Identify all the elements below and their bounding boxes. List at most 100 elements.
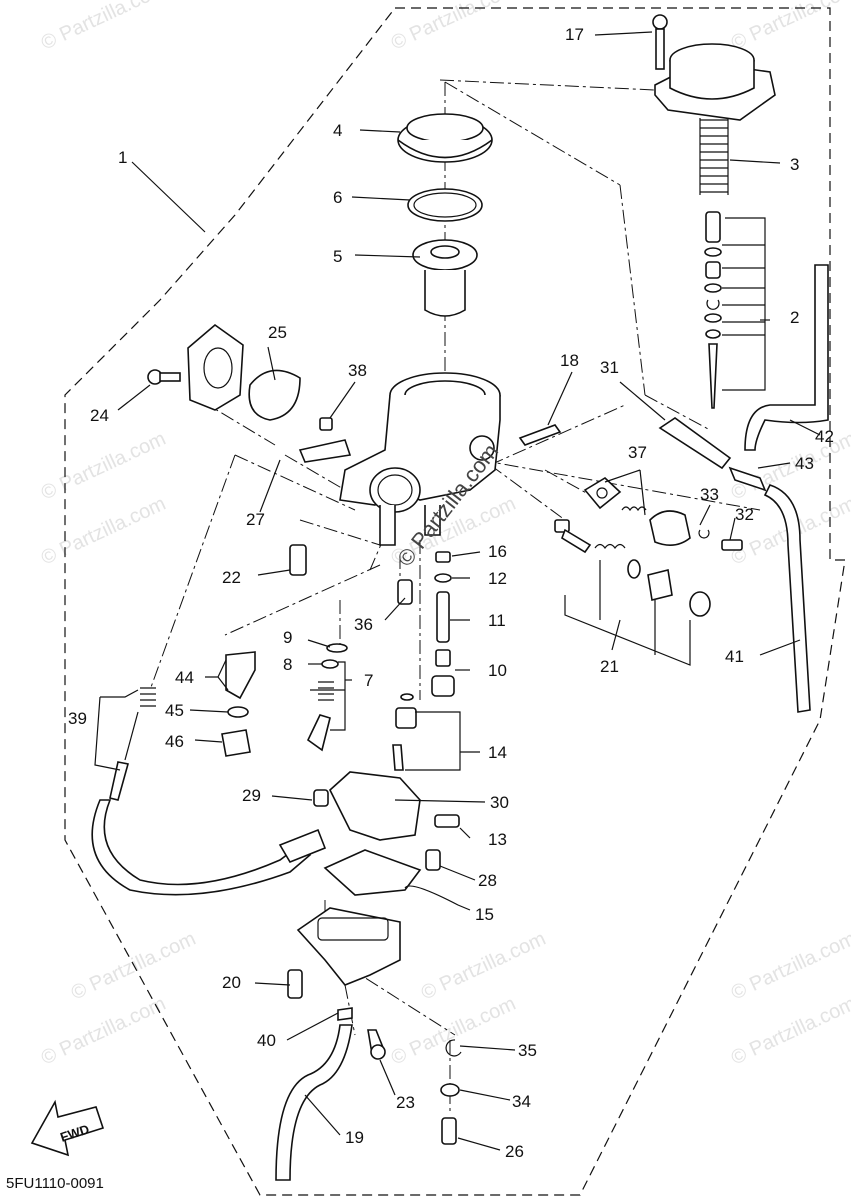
part-34-washer bbox=[440, 1083, 460, 1097]
callout-13: 13 bbox=[488, 830, 507, 849]
part-9-o-ring bbox=[326, 643, 348, 653]
callout-9: 9 bbox=[283, 628, 292, 647]
part-2-needle-set bbox=[704, 211, 722, 409]
callout-3: 3 bbox=[790, 155, 799, 174]
part-21-set bbox=[554, 519, 711, 617]
part-32-screw bbox=[721, 539, 743, 551]
part-3-spring bbox=[699, 118, 729, 195]
callout-35: 35 bbox=[518, 1041, 537, 1060]
callout-43: 43 bbox=[795, 454, 814, 473]
callout-16: 16 bbox=[488, 542, 507, 561]
reference-lines bbox=[149, 79, 761, 1115]
watermark-14: © Partzilla.com bbox=[728, 928, 851, 1005]
callout-42: 42 bbox=[815, 427, 834, 446]
callout-46: 46 bbox=[165, 732, 184, 751]
callout-20: 20 bbox=[222, 973, 241, 992]
callout-22: 22 bbox=[222, 568, 241, 587]
part-6-o-ring bbox=[407, 188, 483, 222]
callout-34: 34 bbox=[512, 1092, 531, 1111]
callout-8: 8 bbox=[283, 655, 292, 674]
part-33-clip bbox=[698, 529, 710, 539]
part-35-clip bbox=[445, 1039, 462, 1057]
part-20-screw bbox=[287, 969, 303, 999]
callout-19: 19 bbox=[345, 1128, 364, 1147]
callout-labels: 1 2 3 4 5 6 7 8 9 10 11 12 13 14 15 16 1… bbox=[68, 25, 834, 1161]
callout-21: 21 bbox=[600, 657, 619, 676]
callout-32: 32 bbox=[735, 505, 754, 524]
callout-5: 5 bbox=[333, 247, 342, 266]
fwd-arrow-icon: FWD bbox=[30, 1099, 105, 1157]
part-14-needle bbox=[392, 744, 404, 771]
leader-lines bbox=[94, 31, 821, 1151]
watermark-12: © Partzilla.com bbox=[68, 928, 199, 1005]
part-43-tee bbox=[728, 466, 767, 492]
part-10-jet bbox=[435, 649, 451, 667]
watermark-9: © Partzilla.com bbox=[728, 993, 851, 1070]
part-42-hose bbox=[744, 264, 829, 451]
part-14-washer bbox=[400, 693, 414, 701]
part-10-holder bbox=[431, 675, 455, 697]
part-14-valve-seat bbox=[395, 707, 417, 729]
callout-25: 25 bbox=[268, 323, 287, 342]
watermark-8: © Partzilla.com bbox=[388, 993, 519, 1070]
part-17-screw bbox=[652, 14, 668, 70]
part-7-spring bbox=[318, 681, 334, 701]
part-18-fitting bbox=[518, 424, 562, 446]
watermark-7: © Partzilla.com bbox=[38, 993, 169, 1070]
part-37-plate bbox=[583, 477, 622, 510]
part-44-bracket bbox=[225, 651, 256, 700]
callout-2: 2 bbox=[790, 308, 799, 327]
part-5-piston bbox=[412, 239, 478, 317]
part-carburetor-body bbox=[298, 372, 501, 546]
callout-39: 39 bbox=[68, 709, 87, 728]
part-37-spring bbox=[621, 506, 647, 512]
part-cover-33 bbox=[649, 510, 691, 546]
watermark-1: © Partzilla.com bbox=[38, 0, 169, 55]
part-24-screw bbox=[147, 369, 181, 385]
part-31-tube bbox=[658, 417, 732, 470]
callout-4: 4 bbox=[333, 121, 342, 140]
part-22 bbox=[289, 544, 307, 576]
part-46-plug bbox=[221, 729, 251, 757]
diagram-code: 5FU1110-0091 bbox=[6, 1175, 104, 1192]
callout-24: 24 bbox=[90, 406, 109, 425]
callout-15: 15 bbox=[475, 905, 494, 924]
callout-7: 7 bbox=[364, 671, 373, 690]
watermark-4: © Partzilla.com bbox=[38, 493, 169, 570]
callout-23: 23 bbox=[396, 1093, 415, 1112]
part-19-hose bbox=[275, 1024, 353, 1181]
part-30-float bbox=[329, 771, 421, 841]
callout-11: 11 bbox=[488, 611, 506, 630]
part-float-bowl bbox=[296, 907, 401, 986]
part-41-hose bbox=[763, 484, 811, 713]
part-38-cap bbox=[319, 417, 333, 431]
callout-28: 28 bbox=[478, 871, 497, 890]
callout-12: 12 bbox=[488, 569, 507, 588]
part-top-cover bbox=[654, 43, 776, 121]
part-39-cable bbox=[91, 687, 327, 896]
part-40-clip bbox=[337, 1007, 353, 1021]
callout-45: 45 bbox=[165, 701, 184, 720]
watermark-3: © Partzilla.com bbox=[728, 0, 851, 55]
part-25-gasket bbox=[187, 323, 301, 421]
callout-1: 1 bbox=[118, 148, 127, 167]
part-4-diaphragm bbox=[397, 113, 493, 163]
part-28-screw bbox=[425, 849, 441, 871]
callout-30: 30 bbox=[490, 793, 509, 812]
callout-18: 18 bbox=[560, 351, 579, 370]
callout-26: 26 bbox=[505, 1142, 524, 1161]
part-8-washer bbox=[321, 659, 339, 669]
watermark-13: © Partzilla.com bbox=[418, 928, 549, 1005]
callout-41: 41 bbox=[725, 647, 744, 666]
callout-37: 37 bbox=[628, 443, 647, 462]
callout-38: 38 bbox=[348, 361, 367, 380]
callout-29: 29 bbox=[242, 786, 261, 805]
part-45-washer bbox=[227, 706, 249, 718]
part-7-screw bbox=[306, 714, 331, 752]
callout-33: 33 bbox=[700, 485, 719, 504]
part-26-screw bbox=[441, 1117, 457, 1145]
callout-36: 36 bbox=[354, 615, 373, 634]
assembly-boundary bbox=[64, 7, 846, 1196]
part-12-o-ring bbox=[434, 573, 452, 583]
callout-14: 14 bbox=[488, 743, 507, 762]
